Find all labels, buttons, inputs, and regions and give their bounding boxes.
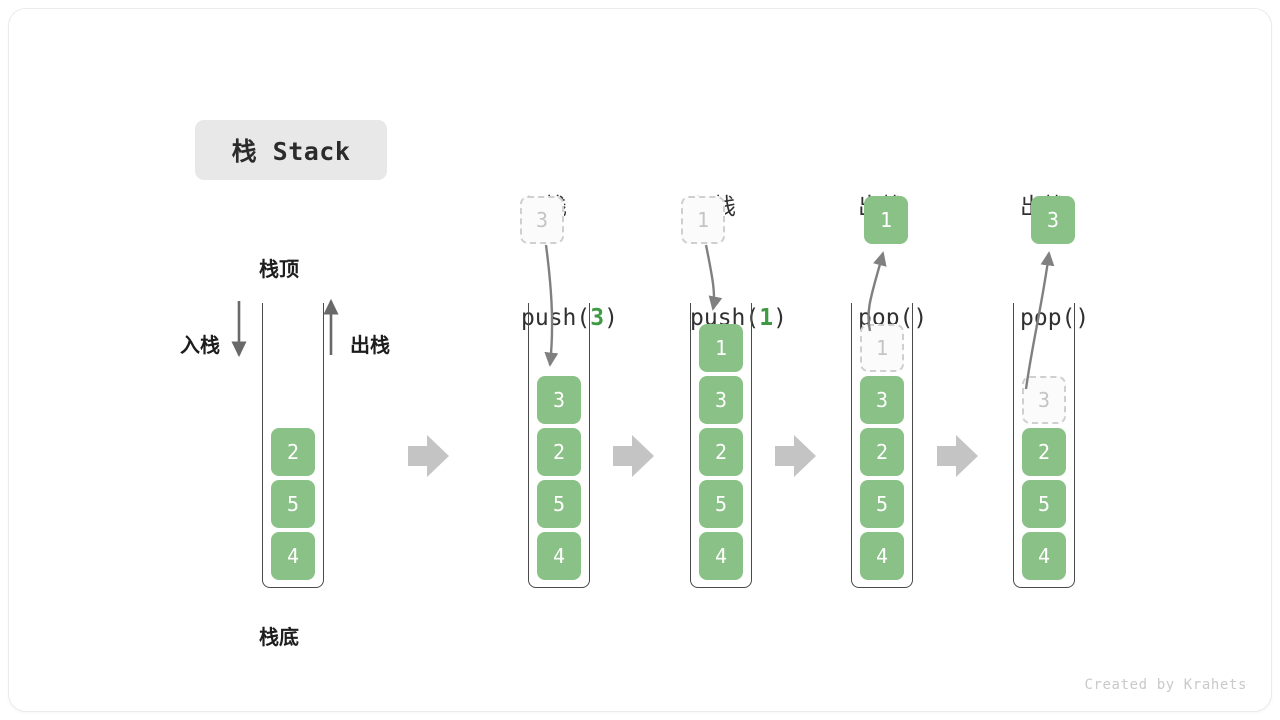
stack-container-push-3: 3 2 5 4 (528, 303, 590, 588)
stack-cell: 3 (860, 376, 904, 424)
stack-container-pop-1: 1 3 2 5 4 (851, 303, 913, 588)
stack-cell: 4 (1022, 532, 1066, 580)
footer-credit: Created by Krahets (1084, 677, 1247, 693)
floating-element-value: 1 (879, 208, 893, 232)
floating-element-pop-1: 1 (864, 196, 908, 244)
floating-element-value: 1 (696, 208, 710, 232)
stack-cell: 4 (860, 532, 904, 580)
stack-cell: 4 (537, 532, 581, 580)
label-push-side: 入栈 (180, 335, 220, 357)
step-separator-arrow (775, 435, 816, 477)
stack-cell: 5 (1022, 480, 1066, 528)
step-separator-arrow (937, 435, 978, 477)
stack-cells: 3 2 5 4 (529, 376, 589, 584)
stack-cell: 5 (537, 480, 581, 528)
label-stack-top: 栈顶 (259, 259, 299, 281)
stack-cell: 3 (537, 376, 581, 424)
stack-container-initial: 2 5 4 (262, 303, 324, 588)
floating-element-pop-3: 3 (1031, 196, 1075, 244)
stack-cell: 5 (860, 480, 904, 528)
stack-cells: 3 2 5 4 (1014, 376, 1074, 584)
stack-cell: 4 (699, 532, 743, 580)
stack-cell: 5 (271, 480, 315, 528)
label-stack-bottom: 栈底 (259, 627, 299, 649)
stack-cell: 2 (860, 428, 904, 476)
page-title: 栈 Stack (195, 120, 387, 180)
diagram-card: 栈 Stack 栈顶 栈底 入栈 出栈 入栈 push(3) 入栈 push(1… (8, 8, 1272, 712)
stack-cell: 1 (699, 324, 743, 372)
stack-container-pop-3: 3 2 5 4 (1013, 303, 1075, 588)
stack-cell: 2 (271, 428, 315, 476)
stack-cell: 5 (699, 480, 743, 528)
stack-cell: 3 (699, 376, 743, 424)
floating-element-push-3: 3 (520, 196, 564, 244)
stack-cell: 2 (1022, 428, 1066, 476)
stack-cell: 2 (699, 428, 743, 476)
stack-cells: 2 5 4 (263, 428, 323, 584)
floating-element-push-1: 1 (681, 196, 725, 244)
stack-cell: 4 (271, 532, 315, 580)
stack-cell-removed: 3 (1022, 376, 1066, 424)
stack-cell: 2 (537, 428, 581, 476)
step-separator-arrow (613, 435, 654, 477)
stack-cells: 1 3 2 5 4 (852, 324, 912, 584)
step-separator-arrow (408, 435, 449, 477)
floating-element-value: 3 (535, 208, 549, 232)
stack-cell-removed: 1 (860, 324, 904, 372)
label-pop-side: 出栈 (350, 335, 390, 357)
step-op-arg: 3 (590, 305, 605, 331)
stack-container-push-1: 1 3 2 5 4 (690, 303, 752, 588)
floating-element-value: 3 (1046, 208, 1060, 232)
stack-cells: 1 3 2 5 4 (691, 324, 751, 584)
step-op-arg: 1 (759, 305, 774, 331)
